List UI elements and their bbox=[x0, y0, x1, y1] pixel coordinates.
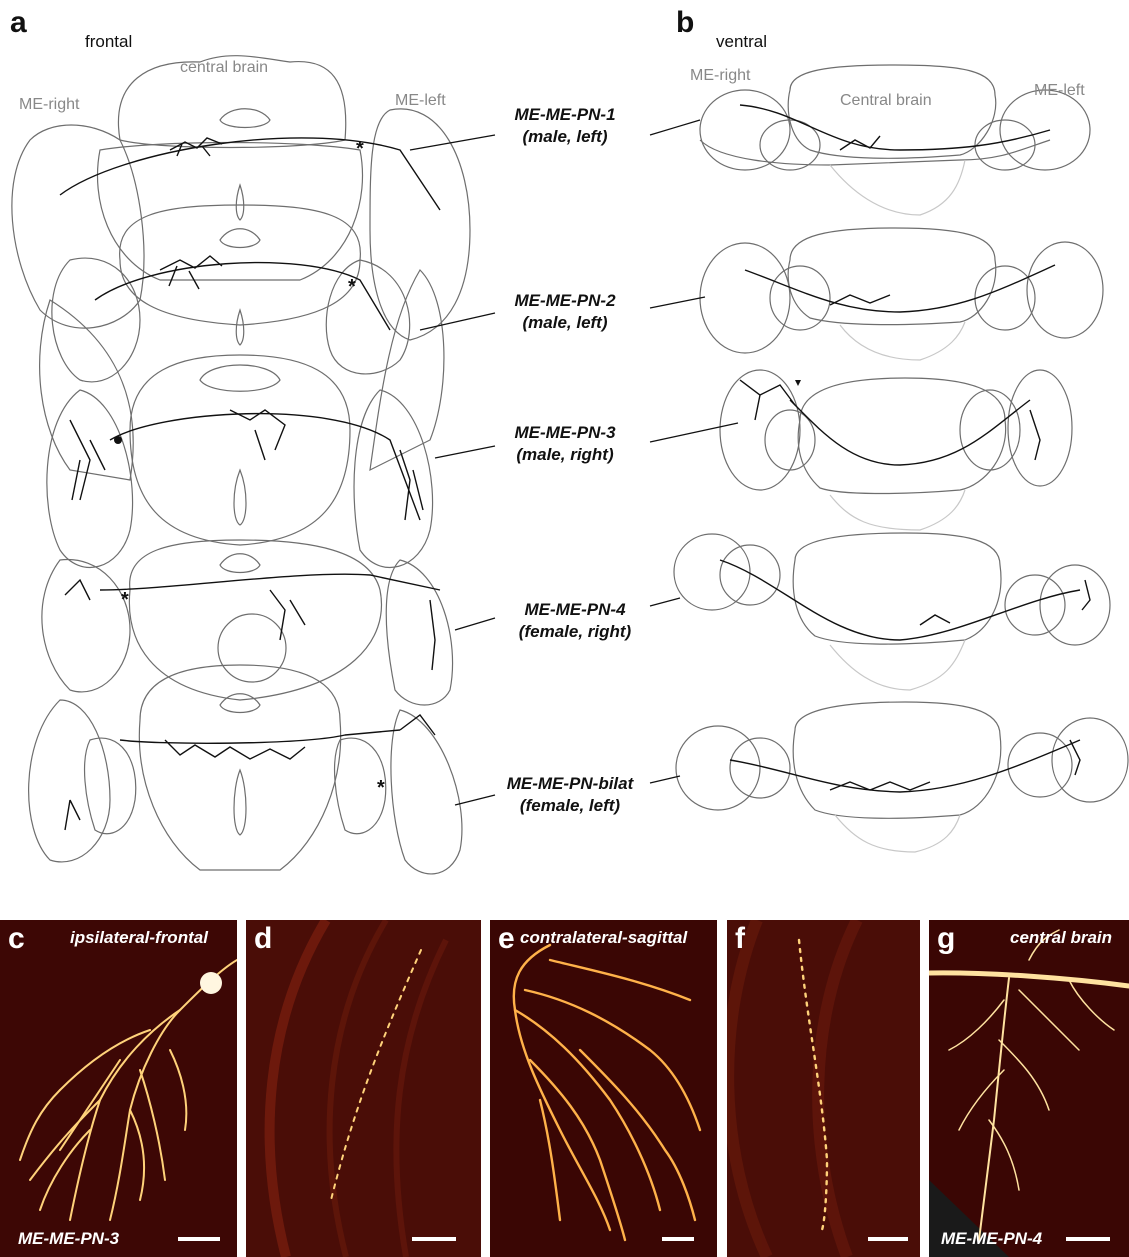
label-me-right-a: ME-right bbox=[19, 96, 79, 114]
label-me-left-b: ME-left bbox=[1034, 82, 1085, 100]
neuron-sex-side: (female, left) bbox=[470, 795, 670, 817]
neuron-image-f bbox=[727, 920, 920, 1257]
ventral-brain-4 bbox=[674, 533, 1110, 645]
scale-bar bbox=[412, 1237, 456, 1241]
label-central-brain-a: central brain bbox=[180, 59, 268, 77]
scale-bar bbox=[178, 1237, 220, 1241]
asterisk-marker: * bbox=[121, 589, 129, 612]
neuron-label-3: ME-ME-PN-3 (male, right) bbox=[465, 422, 665, 466]
panel-letter-d: d bbox=[254, 924, 272, 954]
view-label-frontal: frontal bbox=[85, 32, 132, 52]
asterisk-marker: * bbox=[348, 276, 356, 299]
neuron-name: ME-ME-PN-1 bbox=[465, 104, 665, 126]
ventral-brain-1 bbox=[700, 65, 1090, 170]
micrograph-e: e contralateral-sagittal bbox=[490, 920, 717, 1257]
panel-title-g: central brain bbox=[1010, 928, 1112, 948]
neuron-label-4: ME-ME-PN-4 (female, right) bbox=[475, 599, 675, 643]
frontal-brain-5 bbox=[29, 665, 462, 874]
micrograph-g: g central brain ME-ME-PN-4 bbox=[929, 920, 1129, 1257]
frontal-brain-2 bbox=[40, 205, 444, 480]
neuron-sex-side: (female, right) bbox=[475, 621, 675, 643]
micrograph-c: c ipsilateral-frontal ME-ME-PN-3 bbox=[0, 920, 237, 1257]
neuron-image-c bbox=[0, 920, 237, 1257]
scale-bar bbox=[662, 1237, 694, 1241]
label-me-left-a: ME-left bbox=[395, 92, 446, 110]
neuron-sex-side: (male, left) bbox=[465, 312, 665, 334]
neuron-image-d bbox=[246, 920, 481, 1257]
panel-letter-e: e bbox=[498, 924, 515, 954]
asterisk-marker: * bbox=[377, 777, 385, 800]
frontal-brain-3 bbox=[47, 355, 433, 567]
panel-footer-g: ME-ME-PN-4 bbox=[941, 1229, 1042, 1249]
micrograph-d: d bbox=[246, 920, 481, 1257]
panel-title-c: ipsilateral-frontal bbox=[70, 928, 208, 948]
neuron-name: ME-ME-PN-bilat bbox=[470, 773, 670, 795]
neuron-label-1: ME-ME-PN-1 (male, left) bbox=[465, 104, 665, 148]
scale-bar bbox=[868, 1237, 908, 1241]
micrograph-f: f bbox=[727, 920, 920, 1257]
panel-letter-c: c bbox=[8, 924, 25, 954]
panel-letter-a: a bbox=[10, 8, 27, 38]
neuron-name: ME-ME-PN-4 bbox=[475, 599, 675, 621]
label-central-brain-b: Central brain bbox=[840, 92, 932, 110]
neuron-sex-side: (male, right) bbox=[465, 444, 665, 466]
neuron-name: ME-ME-PN-2 bbox=[465, 290, 665, 312]
neuron-sex-side: (male, left) bbox=[465, 126, 665, 148]
neuron-image-e bbox=[490, 920, 717, 1257]
asterisk-marker: * bbox=[356, 138, 364, 161]
panel-letter-f: f bbox=[735, 924, 745, 954]
neuron-label-2: ME-ME-PN-2 (male, left) bbox=[465, 290, 665, 334]
panel-letter-g: g bbox=[937, 924, 955, 954]
panel-footer-c: ME-ME-PN-3 bbox=[18, 1229, 119, 1249]
view-label-ventral: ventral bbox=[716, 32, 767, 52]
panel-title-e: contralateral-sagittal bbox=[520, 928, 687, 948]
neuron-name: ME-ME-PN-3 bbox=[465, 422, 665, 444]
label-me-right-b: ME-right bbox=[690, 67, 750, 85]
neuron-image-g bbox=[929, 920, 1129, 1257]
scale-bar bbox=[1066, 1237, 1110, 1241]
panel-letter-b: b bbox=[676, 8, 694, 38]
neuron-label-bilat: ME-ME-PN-bilat (female, left) bbox=[470, 773, 670, 817]
ventral-brain-2 bbox=[700, 228, 1103, 353]
ventral-brain-5 bbox=[676, 702, 1128, 818]
